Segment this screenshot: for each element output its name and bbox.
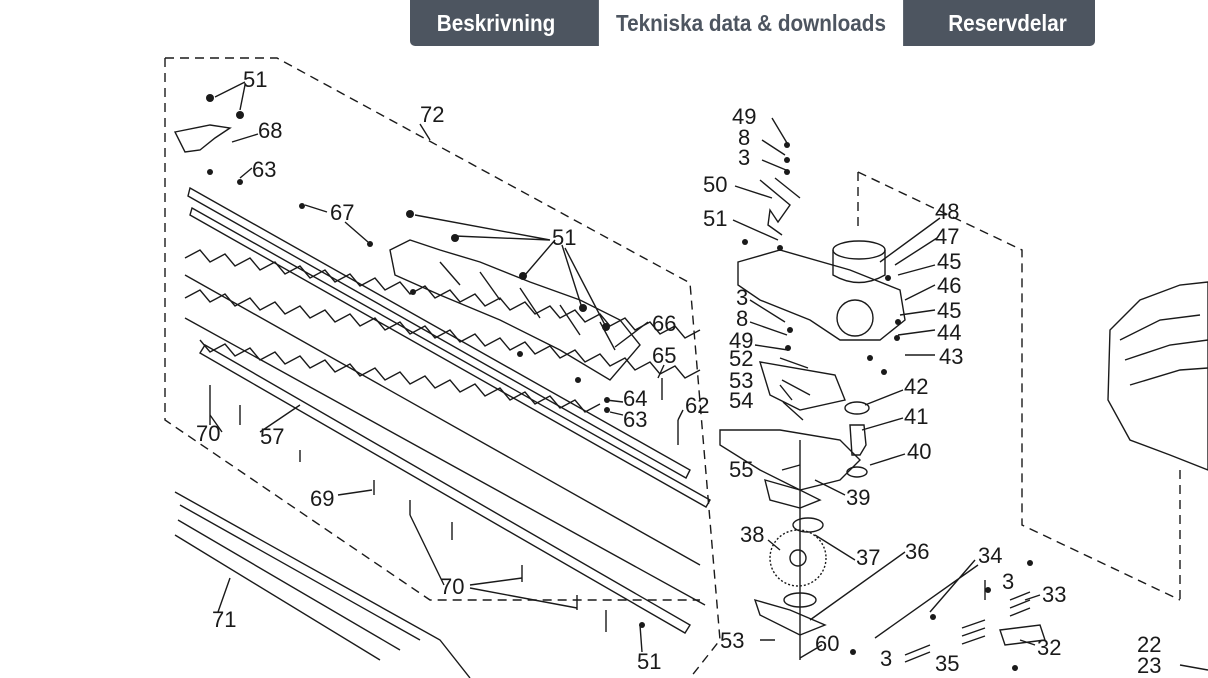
callout-66[interactable]: 66 [652,311,677,336]
callout-54[interactable]: 54 [729,388,754,413]
callout-3[interactable]: 3 [880,646,893,671]
callout-72[interactable]: 72 [420,102,445,127]
callout-51[interactable]: 51 [703,206,728,231]
callout-51[interactable]: 51 [552,225,577,250]
tab-tekniska-data[interactable]: Tekniska data & downloads [598,0,904,46]
callout-3[interactable]: 3 [736,285,749,310]
callout-68[interactable]: 68 [258,118,283,143]
callout-42[interactable]: 42 [904,374,929,399]
tab-bar: Beskrivning Tekniska data & downloads Re… [410,0,1095,46]
callout-44[interactable]: 44 [937,320,962,345]
callout-49[interactable]: 49 [732,104,757,129]
callout-40[interactable]: 40 [907,439,932,464]
callout-37[interactable]: 37 [856,545,881,570]
callout-43[interactable]: 43 [939,344,964,369]
callout-70[interactable]: 70 [196,421,221,446]
callout-33[interactable]: 33 [1042,582,1067,607]
callout-53[interactable]: 53 [720,628,745,653]
callout-23[interactable]: 23 [1137,653,1162,678]
callout-53[interactable]: 53 [729,368,754,393]
callout-32[interactable]: 32 [1037,635,1062,660]
callout-36[interactable]: 36 [905,539,930,564]
callout-51[interactable]: 51 [637,649,662,674]
callout-71[interactable]: 71 [212,607,237,632]
callout-67[interactable]: 67 [330,200,355,225]
tab-reservdelar[interactable]: Reservdelar [948,9,1067,36]
callout-8[interactable]: 8 [738,125,751,150]
callout-55[interactable]: 55 [729,457,754,482]
callout-41[interactable]: 41 [904,404,929,429]
callout-35[interactable]: 35 [935,651,960,676]
callout-51[interactable]: 51 [243,67,268,92]
callout-47[interactable]: 47 [935,224,960,249]
tab-beskrivning[interactable]: Beskrivning [436,9,556,36]
callout-3[interactable]: 3 [1002,569,1015,594]
callout-49[interactable]: 49 [729,328,754,353]
callout-70[interactable]: 70 [440,574,465,599]
callout-63[interactable]: 63 [623,407,648,432]
callout-64[interactable]: 64 [623,386,648,411]
callout-45[interactable]: 45 [937,249,962,274]
callout-39[interactable]: 39 [846,485,871,510]
callout-60[interactable]: 60 [815,631,840,656]
callout-65[interactable]: 65 [652,343,677,368]
callout-8[interactable]: 8 [736,306,749,331]
callout-48[interactable]: 48 [935,199,960,224]
callout-50[interactable]: 50 [703,172,728,197]
callout-63[interactable]: 63 [252,157,277,182]
callout-52[interactable]: 52 [729,346,754,371]
callout-38[interactable]: 38 [740,522,765,547]
callout-69[interactable]: 69 [310,486,335,511]
callout-22[interactable]: 22 [1137,632,1162,657]
callout-45[interactable]: 45 [937,298,962,323]
callout-34[interactable]: 34 [978,543,1003,568]
callout-3[interactable]: 3 [738,145,751,170]
callout-46[interactable]: 46 [937,273,962,298]
callout-62[interactable]: 62 [685,393,710,418]
callout-57[interactable]: 57 [260,424,285,449]
